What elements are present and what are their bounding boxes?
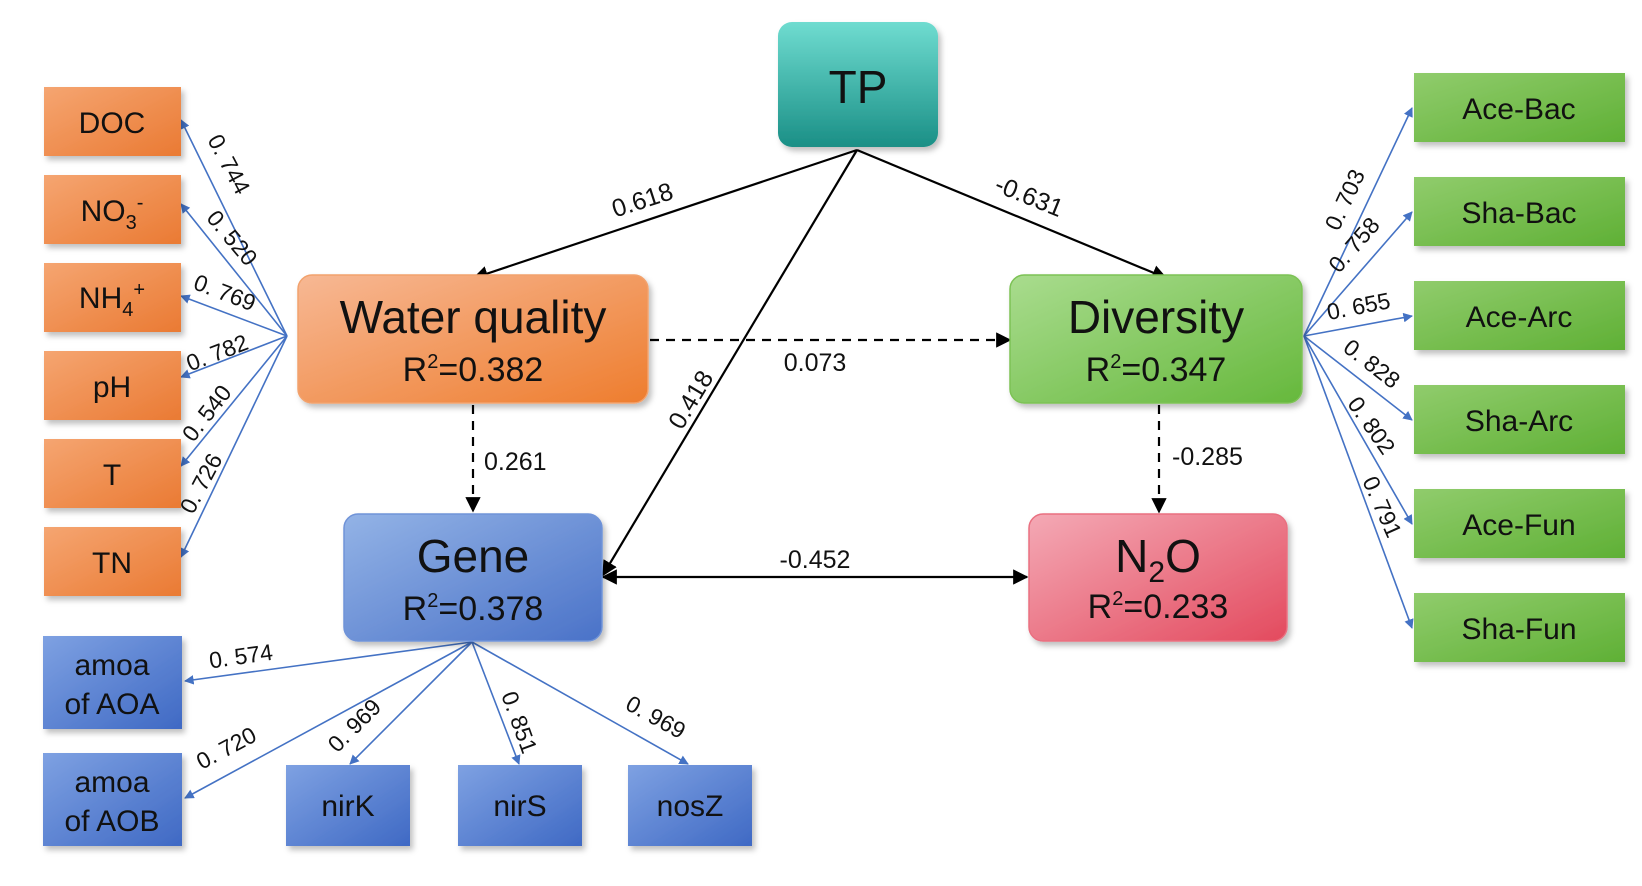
indicator-no3: NO3-: [44, 175, 181, 244]
loading-t: 0. 540: [177, 380, 237, 446]
loading-line-nirk: [349, 641, 473, 765]
indicator-amoa-aob: amoa of AOB: [43, 753, 182, 846]
indicator-sha-arc: Sha-Arc: [1414, 385, 1625, 454]
indicator-ace-arc: Ace-Arc: [1414, 281, 1625, 350]
loading-line-ace-arc: [1303, 312, 1413, 337]
loading-ace-fun: 0. 802: [1343, 392, 1401, 459]
node-water-r2: R2=0.382: [403, 351, 544, 389]
indicator-sha-fun-label: Sha-Fun: [1461, 613, 1576, 646]
indicator-amoa-aoa: amoa of AOA: [43, 636, 182, 729]
indicator-amoa-aoa-line1: amoa: [74, 649, 149, 682]
loading-nirk: 0. 969: [323, 694, 387, 758]
label-tp-gene: 0.418: [663, 366, 719, 434]
loading-line-nirs: [471, 641, 521, 765]
loading-amoa-aob: 0. 720: [192, 721, 261, 774]
indicator-nosz: nosZ: [628, 765, 752, 846]
indicator-nirs-label: nirS: [493, 790, 546, 823]
indicator-nirs: nirS: [458, 765, 582, 846]
label-gene-n2o: -0.452: [780, 546, 851, 574]
indicator-ace-bac: Ace-Bac: [1414, 73, 1625, 142]
loading-line-sha-fun: [1303, 335, 1414, 629]
indicator-nosz-label: nosZ: [657, 790, 724, 823]
loading-ph: 0. 782: [183, 329, 252, 376]
loading-line-ace-bac: [1303, 107, 1413, 337]
indicator-sha-arc-label: Sha-Arc: [1465, 405, 1573, 438]
indicator-nh4: NH4+: [44, 263, 181, 332]
loading-line-ph: [180, 335, 288, 379]
loading-line-doc: [180, 119, 288, 337]
loading-line-amoa-aoa: [184, 641, 473, 685]
label-diversity-n2o: -0.285: [1172, 443, 1243, 471]
label-water-gene: 0.261: [484, 448, 547, 476]
loading-nh4: 0. 769: [190, 269, 259, 316]
indicator-tn: TN: [44, 527, 181, 596]
node-diversity-label: Diversity: [1068, 291, 1244, 343]
node-tp-label: TP: [829, 61, 888, 113]
water-loading-lines: [180, 119, 288, 558]
indicator-tn-label: TN: [92, 547, 132, 580]
path-tp-diversity: [856, 148, 1168, 280]
node-gene-label: Gene: [417, 530, 530, 582]
loading-doc: 0. 744: [203, 130, 256, 199]
indicator-ace-arc-label: Ace-Arc: [1466, 301, 1573, 334]
indicator-ph: pH: [44, 351, 181, 420]
loading-line-no3: [180, 203, 288, 337]
water-indicators: DOC NO3- NH4+ pH T TN: [44, 87, 181, 596]
indicator-no3-label: NO3-: [81, 192, 144, 234]
node-n2o-r2: R2=0.233: [1088, 588, 1229, 626]
node-n2o-label: N2O: [1115, 530, 1201, 589]
gene-indicators: amoa of AOA amoa of AOB nirK nirS nosZ: [43, 636, 752, 846]
diversity-indicators: Ace-Bac Sha-Bac Ace-Arc Sha-Arc Ace-Fun …: [1414, 73, 1625, 662]
label-tp-diversity: -0.631: [991, 170, 1067, 223]
gene-loading-lines: [184, 641, 689, 799]
loading-no3: 0. 520: [202, 205, 263, 271]
indicator-amoa-aob-line1: amoa: [74, 766, 149, 799]
loading-amoa-aoa: 0. 574: [207, 639, 274, 674]
label-water-diversity: 0.073: [784, 349, 847, 377]
loading-line-sha-bac: [1303, 211, 1413, 337]
indicator-ace-bac-label: Ace-Bac: [1462, 93, 1575, 126]
node-water-quality: Water quality R2=0.382: [297, 274, 649, 404]
loading-nosz: 0. 969: [622, 690, 691, 744]
loading-ace-arc: 0. 655: [1325, 287, 1393, 325]
indicator-t-label: T: [103, 459, 121, 492]
diversity-loading-lines: [1303, 107, 1414, 629]
indicator-ace-fun-label: Ace-Fun: [1462, 509, 1575, 542]
loading-line-sha-arc: [1303, 335, 1413, 421]
node-diversity-r2: R2=0.347: [1086, 351, 1227, 389]
loading-tn: 0. 726: [174, 449, 227, 518]
indicator-amoa-aoa-line2: of AOA: [64, 688, 159, 721]
node-water-label: Water quality: [340, 291, 607, 343]
indicator-ph-label: pH: [93, 371, 131, 404]
loading-line-ace-fun: [1303, 335, 1413, 525]
node-diversity: Diversity R2=0.347: [1009, 274, 1303, 404]
node-n2o: N2O R2=0.233: [1028, 513, 1288, 642]
label-tp-water: 0.618: [608, 177, 676, 223]
indicator-doc-label: DOC: [79, 107, 146, 140]
indicator-ace-fun: Ace-Fun: [1414, 489, 1625, 558]
indicator-nh4-label: NH4+: [79, 279, 145, 321]
indicator-t: T: [44, 439, 181, 508]
indicator-nirk-label: nirK: [321, 790, 374, 823]
node-gene: Gene R2=0.378: [343, 513, 603, 642]
indicator-sha-bac-label: Sha-Bac: [1461, 197, 1576, 230]
loading-line-tn: [180, 335, 288, 558]
indicator-amoa-aob-line2: of AOB: [64, 805, 159, 838]
indicator-doc: DOC: [44, 87, 181, 156]
node-tp: TP: [778, 22, 938, 147]
loading-sha-fun: 0. 791: [1357, 472, 1407, 541]
path-tp-water: [472, 148, 858, 281]
indicator-sha-bac: Sha-Bac: [1414, 177, 1625, 246]
path-tp-gene: [602, 149, 858, 577]
indicator-sha-fun: Sha-Fun: [1414, 593, 1625, 662]
node-gene-r2: R2=0.378: [403, 590, 544, 628]
loading-line-nosz: [471, 641, 689, 765]
structural-paths: [465, 148, 1168, 585]
loading-line-nh4: [180, 294, 288, 337]
loading-sha-arc: 0. 828: [1339, 334, 1405, 394]
loading-line-amoa-aob: [184, 641, 473, 799]
loading-line-t: [180, 335, 288, 467]
indicator-nirk: nirK: [286, 765, 410, 846]
